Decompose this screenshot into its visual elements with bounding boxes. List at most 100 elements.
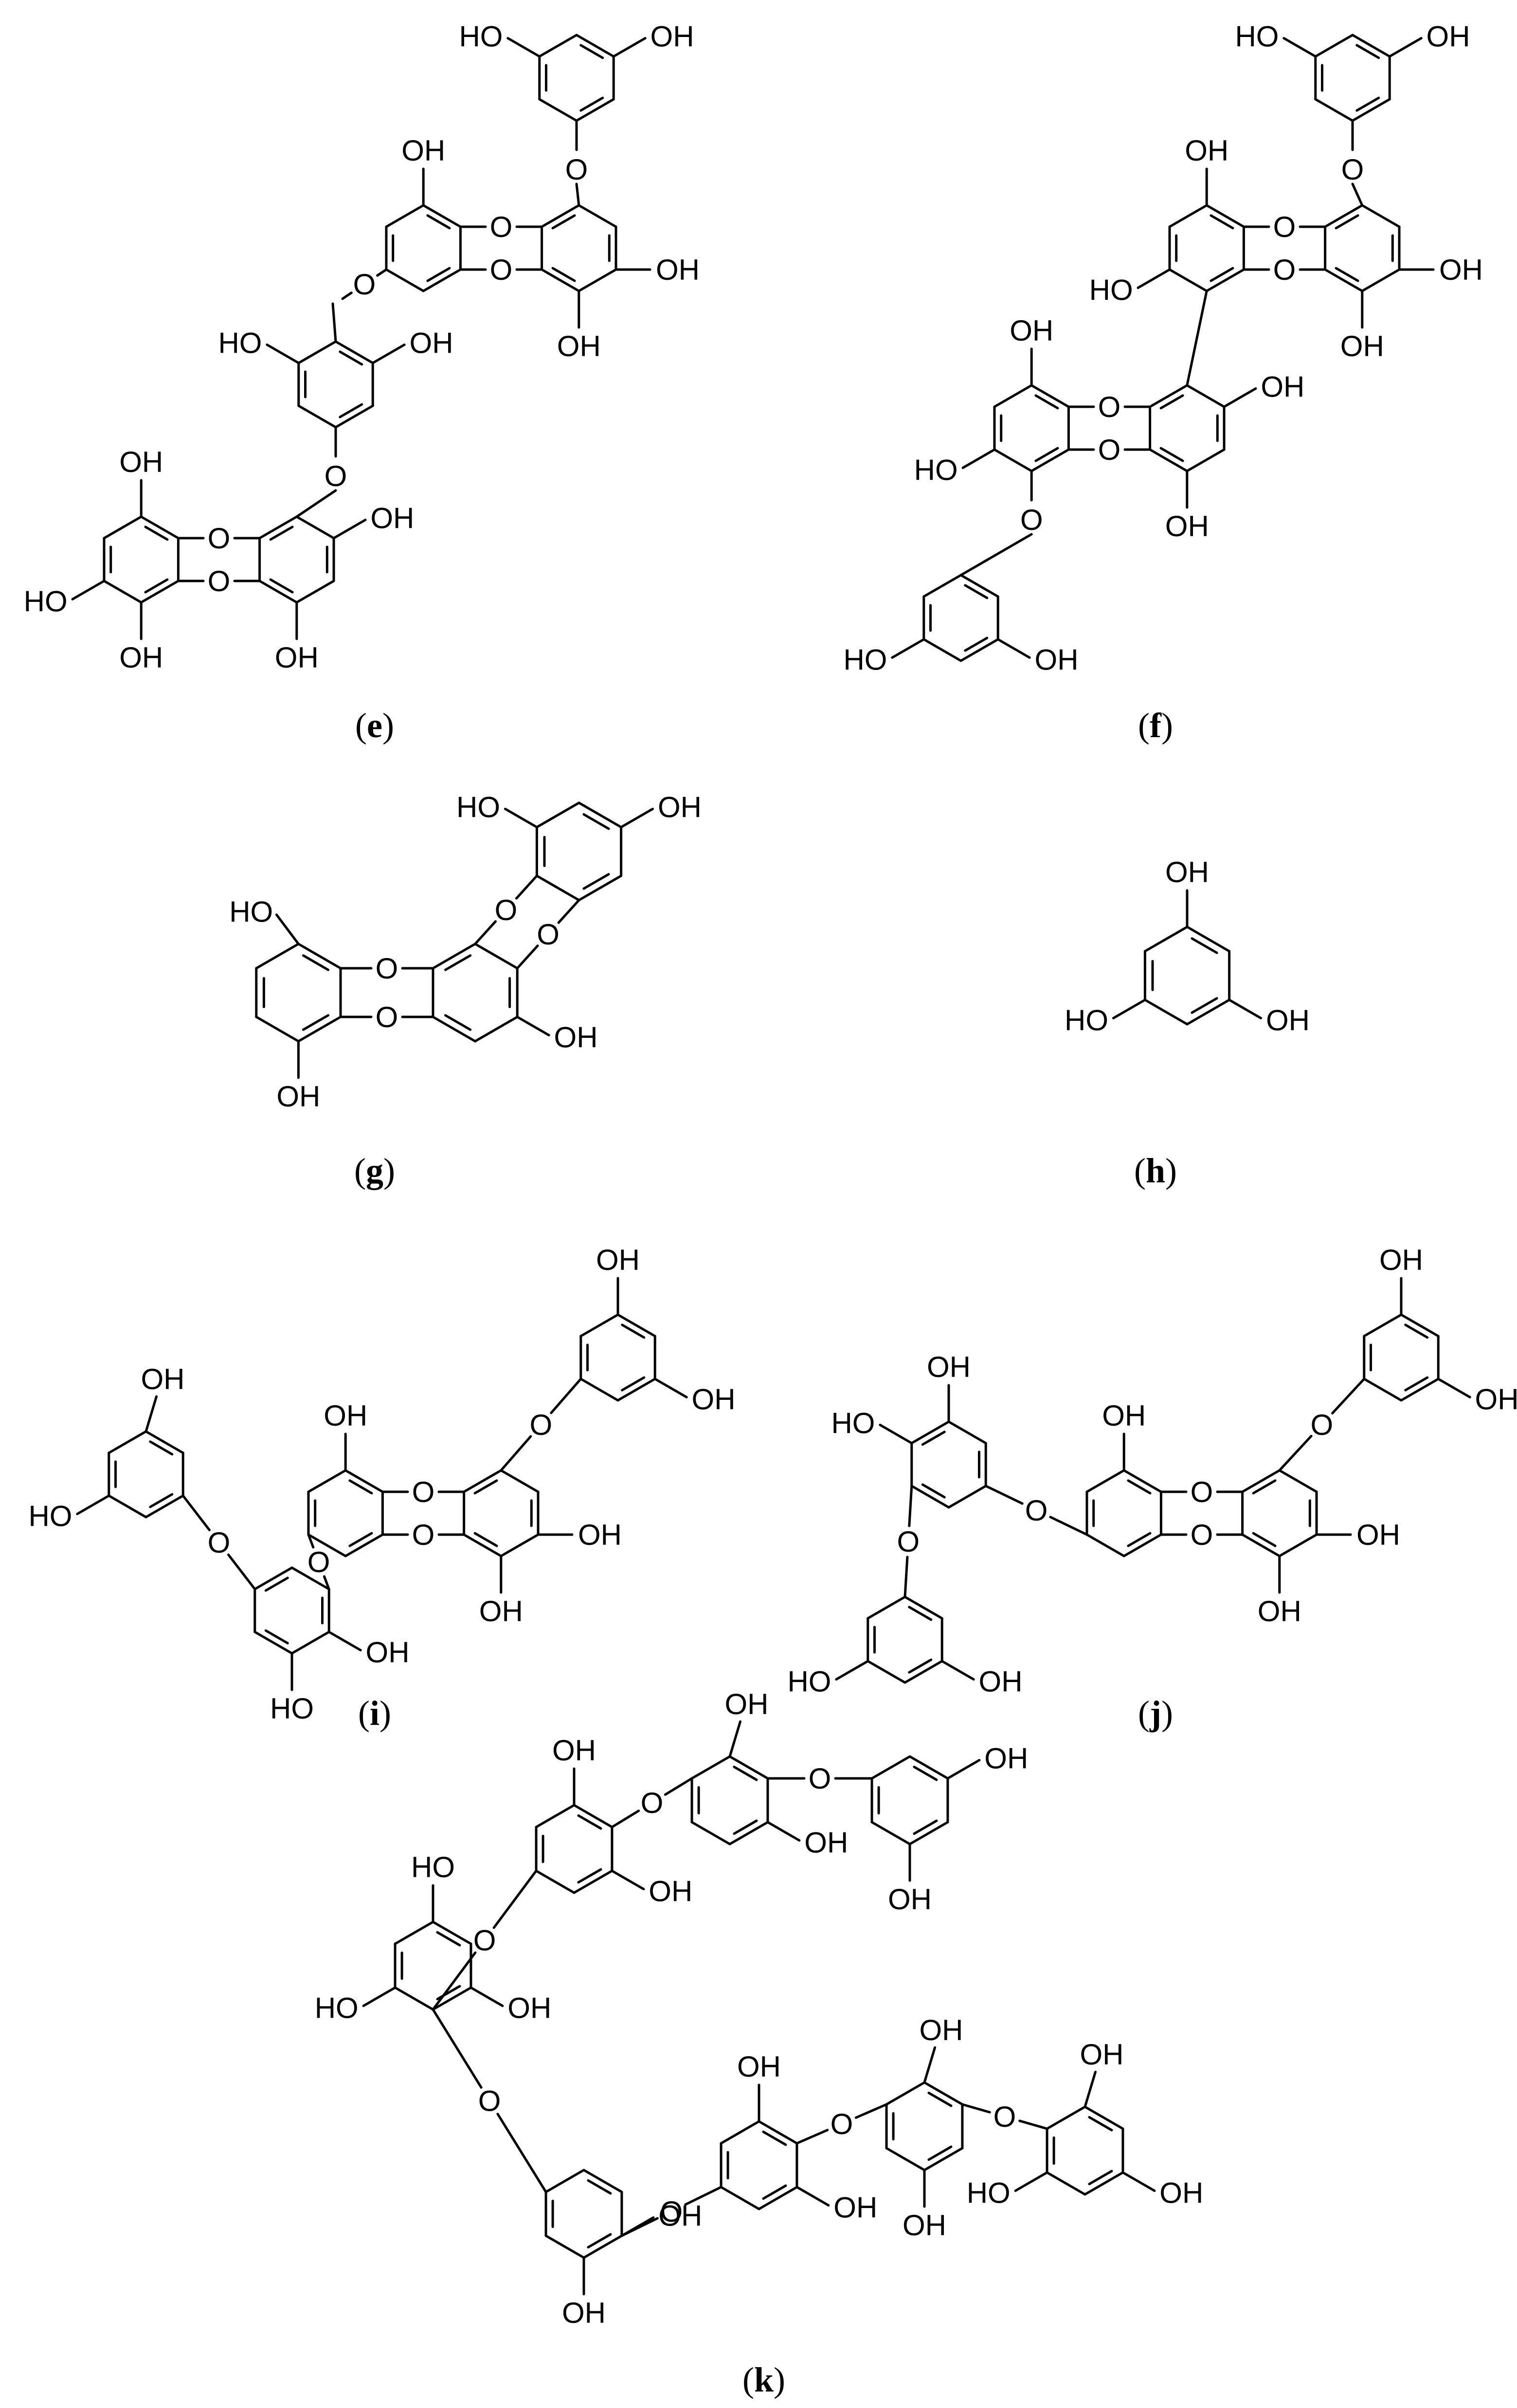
bond	[264, 1629, 289, 1645]
bond	[766, 1821, 801, 1842]
bond	[921, 1430, 946, 1446]
atom-label: OH	[276, 1080, 320, 1113]
atom-label: OH	[557, 330, 601, 362]
bond	[1046, 2171, 1086, 2196]
bond	[1324, 204, 1364, 228]
bond	[908, 1821, 949, 1846]
bond	[535, 801, 580, 829]
atom-label: OH	[656, 253, 700, 286]
bond	[1363, 1313, 1403, 1338]
atom-label: O	[809, 1762, 831, 1795]
bond	[728, 1755, 769, 1780]
bond	[302, 1014, 329, 1031]
bond	[795, 2186, 830, 2207]
bond	[961, 448, 996, 470]
bond	[733, 1765, 758, 1781]
bond	[1355, 96, 1380, 112]
bond	[327, 1630, 362, 1652]
bond	[1400, 1377, 1440, 1402]
bond	[1278, 1434, 1313, 1472]
bond	[436, 1931, 461, 1947]
bond	[854, 2103, 888, 2119]
bond	[577, 1814, 602, 1830]
bond	[922, 574, 962, 598]
bond	[1149, 384, 1189, 408]
atom-label: O	[831, 2108, 853, 2140]
bond	[923, 2081, 964, 2106]
atom-label: OH	[979, 1666, 1023, 1698]
atom-label: O	[478, 2085, 501, 2118]
structure-panel-k: OHOHOHOHOOOHOHOHOOHHOOOHOHOOHOHOOHOHOOHO…	[315, 1688, 1204, 2329]
atom-label: OH	[562, 2297, 606, 2329]
bond	[903, 1660, 943, 1684]
bond	[339, 350, 363, 366]
atom-label: HO	[218, 326, 262, 359]
bond	[492, 1869, 538, 1929]
atom-label: O	[1020, 504, 1043, 536]
atom-label: OH	[984, 1742, 1028, 1774]
bond	[964, 636, 989, 652]
atom-label: OH	[1159, 2177, 1203, 2209]
atom-label: OH	[1356, 1519, 1400, 1551]
bond	[577, 1868, 602, 1884]
bond	[339, 403, 363, 418]
bond	[1252, 1532, 1277, 1547]
bond	[927, 2145, 953, 2161]
bond	[1228, 998, 1263, 1020]
bond	[620, 807, 654, 829]
atom-label: O	[1191, 1476, 1213, 1508]
bond	[573, 1869, 614, 1894]
bond	[1034, 447, 1059, 462]
bond	[575, 34, 615, 58]
atom-label: OH	[479, 1595, 523, 1628]
atom-label: OH	[1266, 1004, 1310, 1037]
atom-label: O	[376, 952, 398, 985]
bond	[253, 1630, 293, 1655]
bond	[996, 638, 1031, 659]
panel-label-f: (f)	[1138, 706, 1173, 745]
bond	[946, 1758, 981, 1780]
bond	[940, 1660, 975, 1681]
bond	[1282, 36, 1317, 58]
bond	[550, 1377, 582, 1414]
bond	[1437, 1377, 1471, 1399]
bond	[500, 1533, 540, 1557]
atom-label: OH	[1427, 20, 1470, 53]
atom-label: O	[993, 2100, 1016, 2133]
bond	[1241, 1469, 1281, 1493]
atom-label: OH	[1185, 134, 1228, 167]
bond	[504, 807, 538, 829]
atom-label: O	[325, 460, 347, 492]
bond	[961, 2103, 991, 2114]
atom-label: O	[490, 211, 513, 243]
atom-label: OH	[1340, 330, 1384, 362]
bond	[1186, 448, 1226, 472]
bond	[835, 1660, 869, 1681]
atom-label: OH	[1379, 1244, 1423, 1276]
atom-label: OH	[1258, 1595, 1301, 1628]
bond	[795, 2129, 829, 2145]
bond	[653, 1377, 688, 1399]
bond	[612, 36, 647, 58]
atom-label: HO	[459, 20, 503, 53]
bond	[557, 899, 580, 924]
bond	[144, 1494, 184, 1519]
atom-label: O	[307, 1546, 330, 1578]
bond	[385, 268, 425, 292]
bond	[535, 1869, 576, 1894]
bond	[984, 1485, 1024, 1505]
bond	[544, 2234, 585, 2259]
atom-label: OH	[1439, 253, 1483, 286]
atom-label: OH	[737, 2050, 781, 2083]
atom-label: OH	[724, 1688, 768, 1720]
bond	[579, 44, 604, 59]
bond	[959, 574, 999, 598]
atom-label: OH	[554, 1021, 598, 1054]
atom-label: O	[353, 268, 376, 301]
bond	[463, 1469, 503, 1493]
bond	[1168, 268, 1208, 292]
bond	[611, 1869, 645, 1891]
bond	[1084, 2070, 1097, 2108]
